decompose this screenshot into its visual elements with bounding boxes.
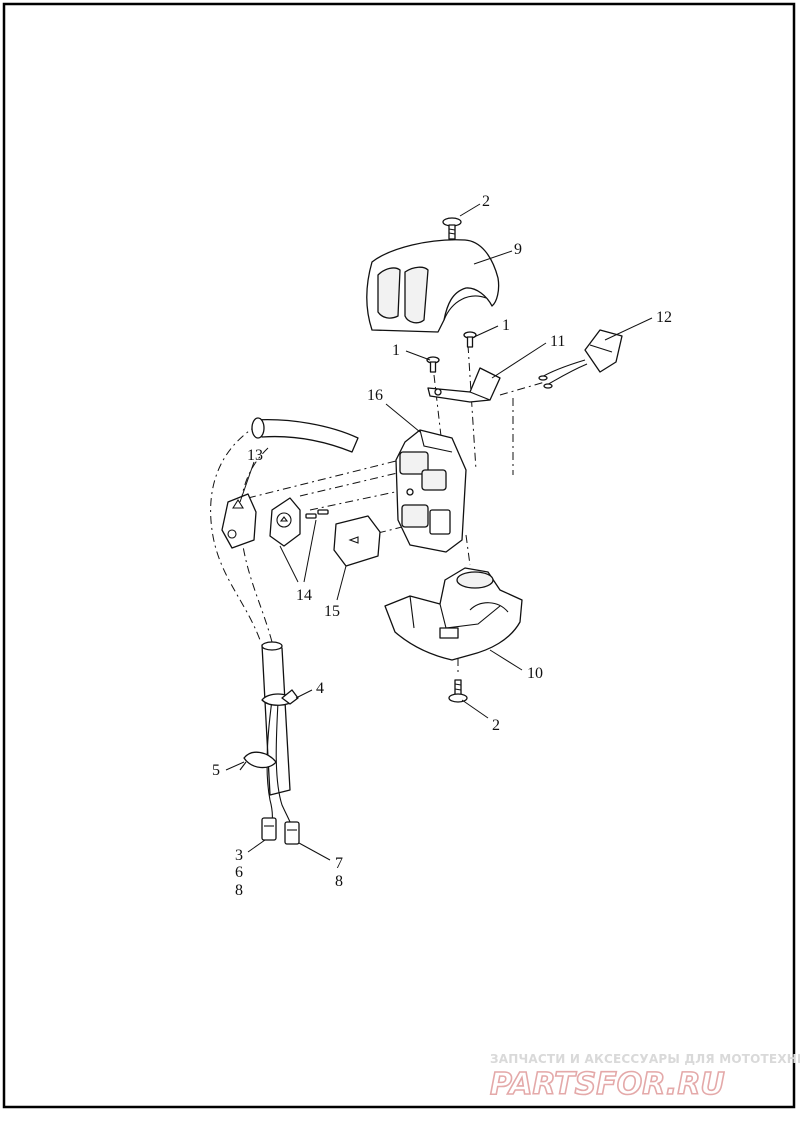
callout-11: 11: [550, 333, 565, 350]
assembly-lines: [210, 238, 546, 672]
page-border: [2, 2, 796, 1109]
switch-module: [395, 429, 467, 553]
leader-lines: [225, 203, 653, 861]
callout-9: 9: [514, 241, 522, 258]
callout-6: 6: [235, 864, 243, 881]
callout-13: 13: [247, 447, 263, 464]
callout-8-left: 8: [235, 882, 243, 899]
callout-12: 12: [656, 309, 672, 326]
bracket: [427, 367, 501, 403]
screws: [426, 217, 477, 703]
screw-1b: [426, 356, 440, 373]
callout-1-left: 1: [392, 342, 400, 359]
watermark-tagline: ЗАПЧАСТИ И АКСЕССУАРЫ ДЛЯ МОТОТЕХНИКИ: [490, 1052, 800, 1066]
callout-10: 10: [527, 665, 543, 682]
lower-switch-housing: [384, 567, 523, 661]
callout-8-right: 8: [335, 873, 343, 890]
callout-5: 5: [212, 762, 220, 779]
callout-15: 15: [324, 603, 340, 620]
button-caps: [269, 497, 329, 547]
callout-16: 16: [367, 387, 383, 404]
handlebar-switch: [538, 329, 623, 389]
upper-switch-housing: [366, 239, 500, 333]
callout-1-right: 1: [502, 317, 510, 334]
callout-4: 4: [316, 680, 324, 697]
watermark-logo: PARTSFOR.RU: [490, 1067, 725, 1102]
screw-1a: [463, 331, 477, 348]
callout-numbers: 2 9 1 1 11 12 16 13 14 15 10 2 4 5 3 6 8…: [212, 193, 672, 899]
watermark: ЗАПЧАСТИ И АКСЕССУАРЫ ДЛЯ МОТОТЕХНИКИ PA…: [489, 1052, 800, 1103]
hazard-button-cap: [221, 493, 257, 549]
callout-7: 7: [335, 855, 343, 872]
screw-top: [442, 217, 462, 240]
screw-bottom: [448, 679, 468, 703]
wiring-harness: [239, 689, 300, 845]
callout-3: 3: [235, 847, 243, 864]
callout-2-bottom: 2: [492, 717, 500, 734]
callout-14: 14: [296, 587, 312, 604]
callout-2-top: 2: [482, 193, 490, 210]
turn-signal-button: [333, 515, 381, 567]
